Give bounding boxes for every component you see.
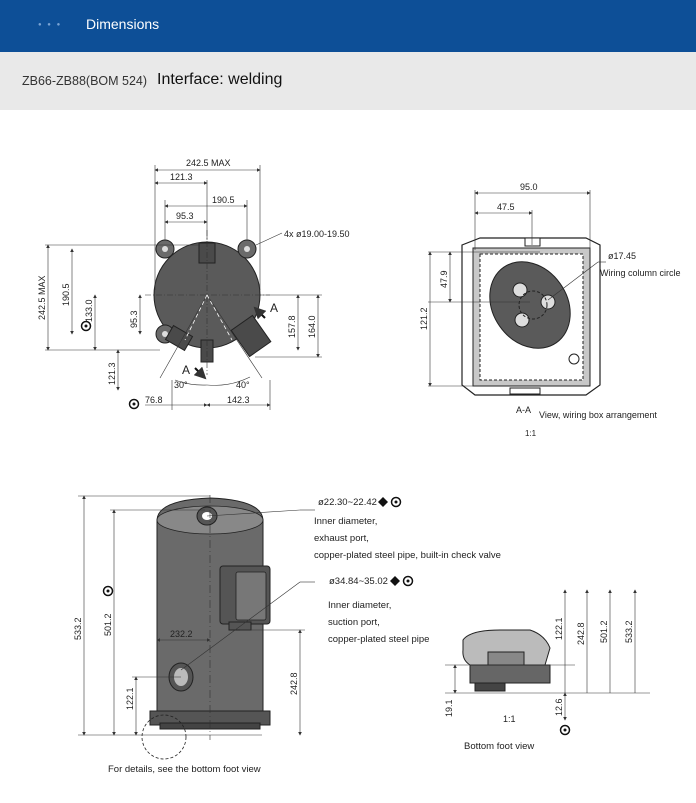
angle-40: 40° <box>236 380 250 390</box>
dim-left-190: 190.5 <box>61 283 71 306</box>
dim-right-157: 157.8 <box>287 315 297 338</box>
wiring-scale: 1:1 <box>525 429 537 438</box>
terminal-block <box>489 261 571 349</box>
dim-left-121: 121.3 <box>107 362 117 385</box>
dim-foot-122: 122.1 <box>554 617 564 640</box>
dim-122-1: 122.1 <box>125 687 135 710</box>
foot-scale: 1:1 <box>503 714 516 724</box>
dim-121-2: 121.2 <box>419 307 429 330</box>
subheader-bar: ZB66-ZB88(BOM 524) Interface: welding <box>0 52 696 110</box>
side-view: ø22.30~22.42 Inner diameter, exhaust por… <box>73 495 501 775</box>
foot-caption: Bottom foot view <box>464 741 534 752</box>
dim-47-9: 47.9 <box>439 270 449 288</box>
discharge-line-3: copper-plated steel pipe, built-in check… <box>314 550 501 561</box>
suction-line-3: copper-plated steel pipe <box>328 634 429 645</box>
dim-foot-501: 501.2 <box>599 620 609 643</box>
interface-label: Interface: welding <box>157 71 283 88</box>
discharge-line-1: Inner diameter, <box>314 516 377 527</box>
dim-190-5: 190.5 <box>212 195 235 205</box>
dim-242-max: 242.5 MAX <box>186 158 231 168</box>
dim-121-3: 121.3 <box>170 172 193 182</box>
dim-12-6: 12.6 <box>554 698 564 716</box>
suction-line-1: Inner diameter, <box>328 600 391 611</box>
wiring-caption: View, wiring box arrangement <box>539 410 657 420</box>
page-title: Dimensions <box>86 16 160 32</box>
bottom-foot-view: 19.1 12.6 122.1 242.8 501.2 533.2 1:1 Bo… <box>444 589 650 752</box>
dim-95-0: 95.0 <box>520 182 538 192</box>
dim-76-8: 76.8 <box>145 395 163 405</box>
holes-spec: 4x ø19.00-19.50 <box>284 229 350 239</box>
dim-19-1: 19.1 <box>444 699 454 717</box>
top-view: 242.5 MAX 121.3 190.5 95.3 4x ø19.00-19.… <box>37 158 350 410</box>
dim-right-164: 164.0 <box>307 315 317 338</box>
angle-30: 30° <box>174 380 188 390</box>
section-a-left: A <box>182 363 190 377</box>
dim-left-242: 242.5 MAX <box>37 275 47 320</box>
wiring-column-label: Wiring column circle <box>600 268 681 278</box>
dim-left-95: 95.3 <box>129 310 139 328</box>
dim-left-133: 133.0 <box>84 299 94 322</box>
discharge-line-2: exhaust port, <box>314 533 369 544</box>
dim-501-2: 501.2 <box>103 613 113 636</box>
junction-box <box>230 314 272 358</box>
section-aa-label: A-A <box>516 405 531 415</box>
technical-drawing: 242.5 MAX 121.3 190.5 95.3 4x ø19.00-19.… <box>37 158 681 775</box>
dim-47-5: 47.5 <box>497 202 515 212</box>
section-a-right: A <box>270 301 278 315</box>
logo-mark: ● ● ● <box>38 22 63 28</box>
dim-232-2: 232.2 <box>170 629 193 639</box>
header-bar: ● ● ● Dimensions <box>0 0 696 52</box>
dim-foot-533: 533.2 <box>624 620 634 643</box>
dim-foot-242: 242.8 <box>576 622 586 645</box>
wiring-diameter: ø17.45 <box>608 251 636 261</box>
model-label: ZB66-ZB88(BOM 524) <box>22 74 148 88</box>
dim-142-3: 142.3 <box>227 395 250 405</box>
discharge-size: ø22.30~22.42 <box>318 497 377 508</box>
dim-95-3: 95.3 <box>176 211 194 221</box>
wiring-box-view: 95.0 47.5 47.9 121.2 ø17.45 Wiring colum… <box>419 182 681 438</box>
dim-533-2: 533.2 <box>73 617 83 640</box>
suction-line-2: suction port, <box>328 617 380 628</box>
dim-242-8: 242.8 <box>289 672 299 695</box>
details-note: For details, see the bottom foot view <box>108 764 261 775</box>
suction-size: ø34.84~35.02 <box>329 576 388 587</box>
